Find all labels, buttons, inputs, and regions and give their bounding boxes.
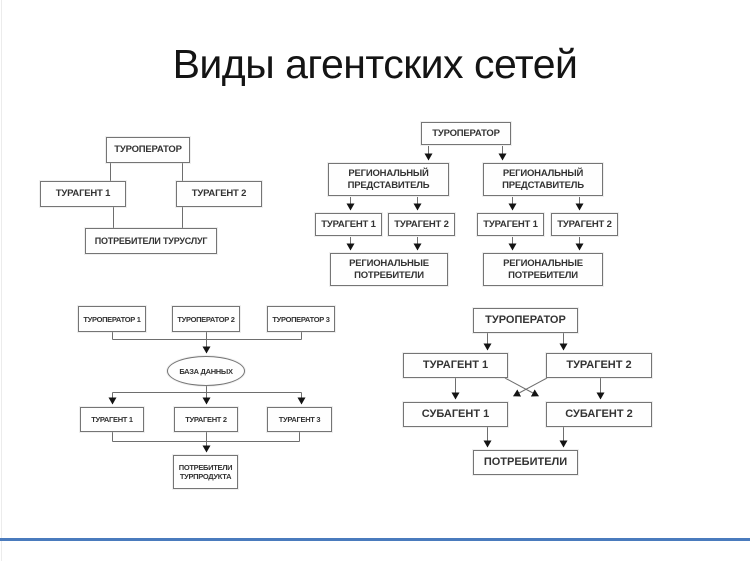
d3-turagent3-box: ТУРАГЕНТ 3 bbox=[267, 407, 332, 432]
d2-potrebiteli-left-box: РЕГИОНАЛЬНЫЕ ПОТРЕБИТЕЛИ bbox=[330, 253, 448, 286]
d1-potrebiteli-box: ПОТРЕБИТЕЛИ ТУРУСЛУГ bbox=[85, 228, 217, 254]
d4-subagent2-box: СУБАГЕНТ 2 bbox=[546, 402, 652, 427]
d3-turagent2-box: ТУРАГЕНТ 2 bbox=[174, 407, 238, 432]
d3-turagent1-box: ТУРАГЕНТ 1 bbox=[80, 407, 144, 432]
d4-potrebiteli-box: ПОТРЕБИТЕЛИ bbox=[473, 450, 578, 475]
d2-turagent-right2-box: ТУРАГЕНТ 2 bbox=[551, 213, 618, 236]
d4-turagent2-box: ТУРАГЕНТ 2 bbox=[546, 353, 652, 378]
d4-turoperator-box: ТУРОПЕРАТОР bbox=[473, 308, 578, 333]
d2-reg-predstavitel-right-box: РЕГИОНАЛЬНЫЙ ПРЕДСТАВИТЕЛЬ bbox=[483, 163, 603, 196]
d3-database-ellipse: БАЗА ДАННЫХ bbox=[167, 356, 245, 386]
d2-turoperator-box: ТУРОПЕРАТОР bbox=[421, 122, 511, 145]
d4-turagent1-box: ТУРАГЕНТ 1 bbox=[403, 353, 508, 378]
left-edge-shade bbox=[1, 0, 2, 561]
d3-turoperator3-box: ТУРОПЕРАТОР 3 bbox=[267, 306, 335, 332]
d1-turagent2-box: ТУРАГЕНТ 2 bbox=[176, 181, 262, 207]
d2-turagent-right1-box: ТУРАГЕНТ 1 bbox=[477, 213, 544, 236]
d2-reg-predstavitel-left-box: РЕГИОНАЛЬНЫЙ ПРЕДСТАВИТЕЛЬ bbox=[328, 163, 449, 196]
d4-subagent1-box: СУБАГЕНТ 1 bbox=[403, 402, 508, 427]
d2-potrebiteli-right-box: РЕГИОНАЛЬНЫЕ ПОТРЕБИТЕЛИ bbox=[483, 253, 603, 286]
d2-turagent-left2-box: ТУРАГЕНТ 2 bbox=[388, 213, 455, 236]
d1-turagent1-box: ТУРАГЕНТ 1 bbox=[40, 181, 126, 207]
d1-turoperator-box: ТУРОПЕРАТОР bbox=[106, 137, 190, 163]
d3-turoperator2-box: ТУРОПЕРАТОР 2 bbox=[172, 306, 240, 332]
d2-turagent-left1-box: ТУРАГЕНТ 1 bbox=[315, 213, 382, 236]
slide-title: Виды агентских сетей bbox=[172, 41, 578, 87]
accent-line bbox=[0, 538, 750, 541]
d3-turoperator1-box: ТУРОПЕРАТОР 1 bbox=[78, 306, 146, 332]
d3-potrebiteli-box: ПОТРЕБИТЕЛИ ТУРПРОДУКТА bbox=[173, 455, 238, 489]
